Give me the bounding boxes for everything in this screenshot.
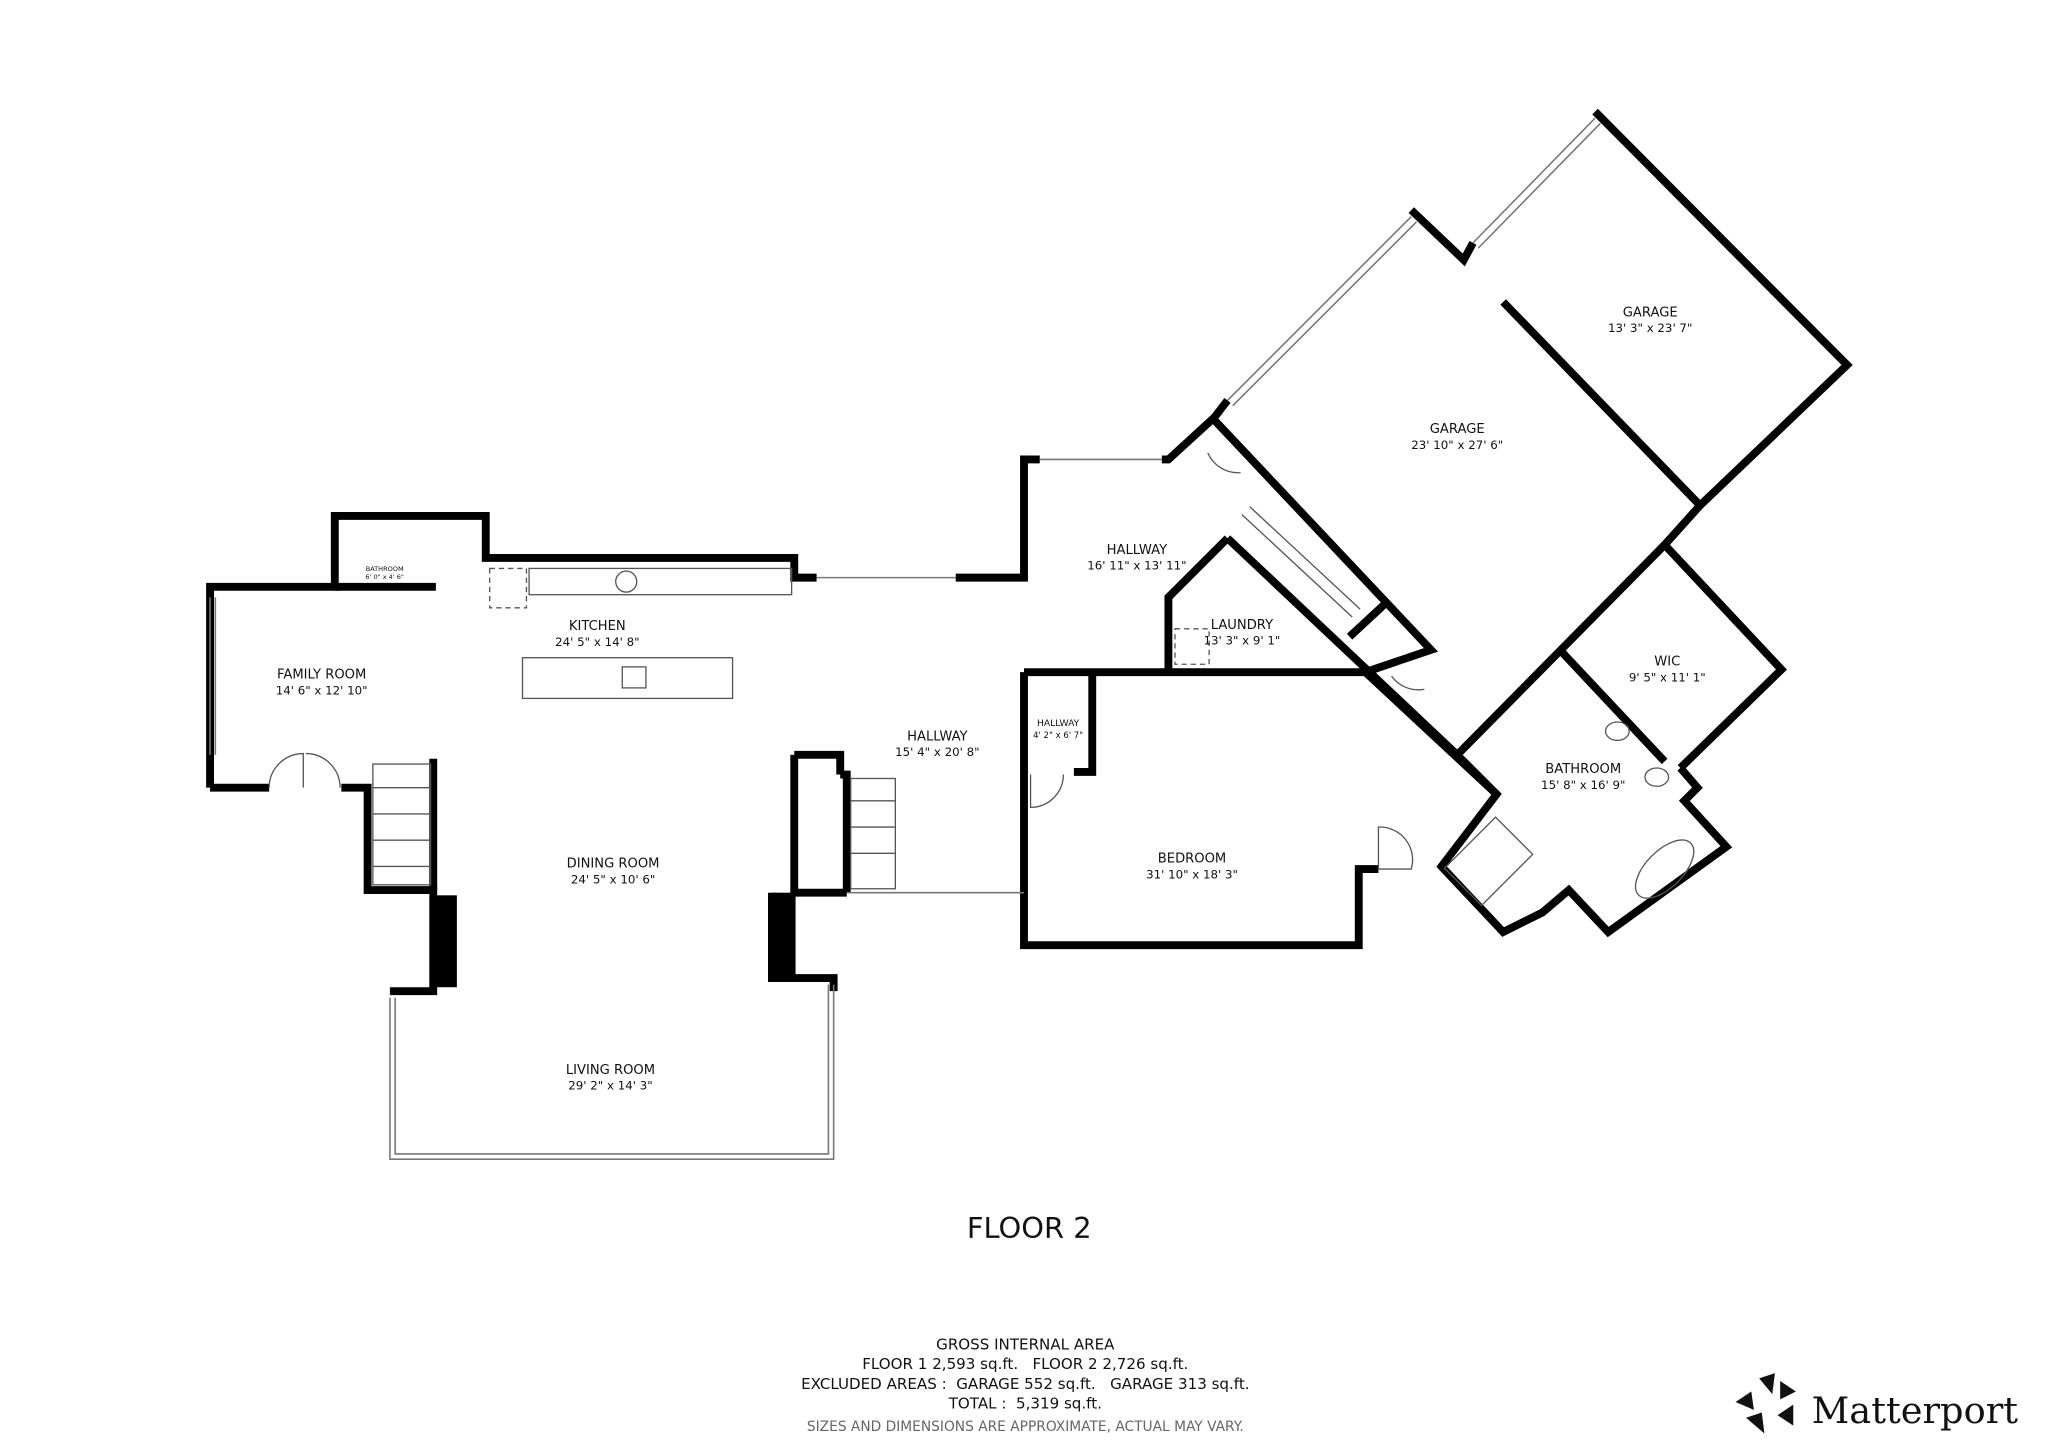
fireplace-right — [771, 892, 796, 979]
room-dims: 15' 8" x 16' 9" — [1541, 778, 1625, 792]
area-summary: GROSS INTERNAL AREA FLOOR 1 2,593 sq.ft.… — [801, 1336, 1249, 1435]
room-name: GARAGE — [1430, 422, 1485, 437]
room-dims: 13' 3" x 9' 1" — [1203, 634, 1280, 648]
room-name: HALLWAY — [1037, 718, 1080, 729]
room-dims: 29' 2" x 14' 3" — [568, 1079, 652, 1093]
stairs-center — [850, 777, 897, 890]
room-dims: 14' 6" x 12' 10" — [276, 683, 368, 697]
room-name: BATHROOM — [366, 565, 404, 573]
kitchen-counter — [528, 567, 793, 596]
fridge-outline — [489, 567, 528, 609]
area-floors: FLOOR 1 2,593 sq.ft. FLOOR 2 2,726 sq.ft… — [862, 1355, 1188, 1373]
room-dims: 6' 0" x 4' 6" — [365, 573, 403, 581]
stairs-garage — [1241, 506, 1361, 618]
room-labels: FAMILY ROOM 14' 6" x 12' 10" BATHROOM 6'… — [276, 305, 1706, 1092]
sink-icon — [1644, 767, 1670, 788]
door-swing-icon — [1391, 675, 1425, 691]
room-name: GARAGE — [1623, 305, 1678, 320]
cooktop-icon — [615, 570, 638, 593]
disclaimer: SIZES AND DIMENSIONS ARE APPROXIMATE, AC… — [807, 1419, 1244, 1435]
matterport-logo: Matterport — [1735, 1373, 2019, 1434]
room-dims: 31' 10" x 18' 3" — [1146, 867, 1238, 881]
room-name: HALLWAY — [1107, 543, 1168, 558]
bathtub-icon — [1634, 839, 1695, 899]
room-dims: 4' 2" x 6' 7" — [1033, 731, 1083, 741]
stairs-left — [372, 763, 432, 886]
room-name: BEDROOM — [1158, 851, 1226, 866]
floor-title: FLOOR 2 — [967, 1211, 1092, 1245]
door-swing-icon — [268, 752, 341, 788]
door-swing-icon — [1207, 452, 1241, 474]
room-name: HALLWAY — [907, 729, 968, 744]
room-dims: 24' 5" x 14' 8" — [555, 635, 639, 649]
room-dims: 24' 5" x 10' 6" — [571, 873, 655, 887]
area-heading: GROSS INTERNAL AREA — [936, 1336, 1115, 1354]
area-excluded: EXCLUDED AREAS : GARAGE 552 sq.ft. GARAG… — [801, 1375, 1249, 1393]
room-dims: 9' 5" x 11' 1" — [1629, 670, 1706, 684]
walls — [206, 108, 1853, 1160]
laundry-appliance — [1174, 628, 1210, 665]
room-name: LIVING ROOM — [566, 1063, 655, 1078]
room-name: LAUNDRY — [1211, 618, 1274, 633]
kitchen-island — [521, 657, 734, 700]
logo-text: Matterport — [1812, 1389, 2019, 1432]
room-name: BATHROOM — [1545, 762, 1621, 777]
room-dims: 15' 4" x 20' 8" — [895, 745, 979, 759]
room-dims: 16' 11" x 13' 11" — [1087, 559, 1186, 573]
fireplace-left — [430, 895, 457, 988]
door-swing-icon — [1377, 826, 1414, 870]
sink-icon — [621, 666, 647, 689]
door-swing-icon — [1029, 774, 1065, 809]
fixtures — [268, 452, 1695, 907]
shower-icon — [1443, 816, 1534, 907]
room-name: WIC — [1654, 655, 1680, 670]
room-name: KITCHEN — [569, 619, 626, 634]
sink-icon — [1604, 721, 1630, 742]
room-dims: 23' 10" x 27' 6" — [1411, 438, 1503, 452]
room-dims: 13' 3" x 23' 7" — [1608, 321, 1692, 335]
room-name: FAMILY ROOM — [277, 668, 366, 683]
area-total: TOTAL : 5,319 sq.ft. — [948, 1395, 1102, 1413]
matterport-logo-icon — [1735, 1373, 1796, 1434]
room-name: DINING ROOM — [567, 857, 660, 872]
